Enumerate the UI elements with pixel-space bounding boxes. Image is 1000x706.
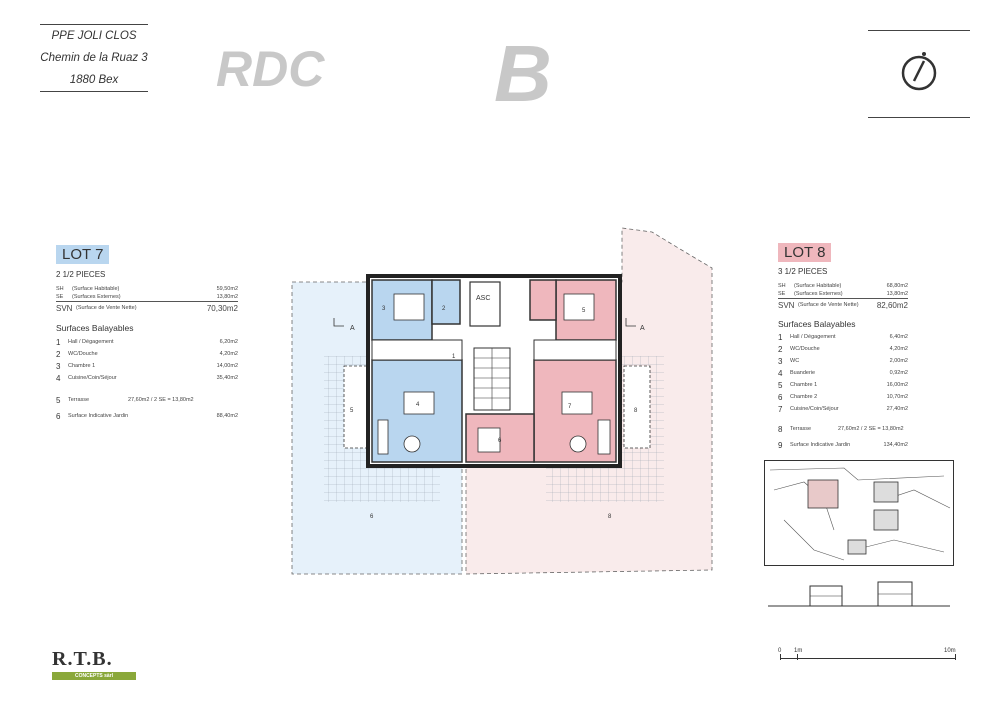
stairs — [473, 347, 511, 411]
logo-text: R.T.B. — [52, 648, 113, 670]
lot8-bath — [529, 279, 557, 321]
site-plan — [764, 460, 954, 566]
lot8-info: LOT 8 3 1/2 PIECES SH(Surface Habitable)… — [778, 243, 908, 451]
elevator — [469, 281, 501, 327]
lot7-svn-row: SVN(Surface de Vente Nette)70,30m2 — [56, 303, 238, 313]
room-num-1: 1 — [452, 354, 456, 360]
lot7-se-row: SE(Surfaces Externes)13,80m2 — [56, 294, 238, 300]
room-num-8-lot8: 8 — [634, 408, 638, 414]
address-line1: PPE JOLI CLOS — [51, 30, 137, 42]
logo-tag: CONCEPTS sàrl — [52, 672, 136, 680]
section-mark-left: A — [350, 325, 355, 332]
lot7-bath — [431, 279, 461, 325]
lot8-surfaces-title: Surfaces Balayables — [778, 319, 856, 329]
garden-num-8: 8 — [608, 514, 612, 520]
section-mark-right: A — [640, 325, 645, 332]
lot7-sh-row: SH(Surface Habitable)59,50m2 — [56, 286, 238, 292]
scale-zero: 0 — [778, 648, 782, 654]
lot7-title: LOT 7 — [56, 245, 110, 264]
room-num-6: 6 — [498, 438, 502, 444]
garden-num-6: 6 — [370, 514, 374, 520]
lot8-sh-se: SH(Surface Habitable)68,80m2 SE(Surfaces… — [778, 282, 908, 299]
address-block: PPE JOLI CLOS Chemin de la Ruaz 3 1880 B… — [14, 24, 174, 92]
room-num-5-lot7: 5 — [350, 408, 354, 414]
lot8-pieces: 3 1/2 PIECES — [778, 267, 828, 276]
address-line3: 1880 Bex — [69, 74, 119, 86]
room-num-5: 5 — [582, 308, 586, 314]
lot7-info: LOT 7 2 1/2 PIECES SH(Surface Habitable)… — [56, 245, 238, 422]
building-label: B — [494, 29, 552, 118]
north-block — [868, 30, 970, 118]
elevator-label: ASC — [476, 295, 490, 302]
scale-one: 1m — [794, 648, 803, 654]
room-num-7: 7 — [568, 404, 572, 410]
lot7-sh-se: SH(Surface Habitable)59,50m2 SE(Surfaces… — [56, 285, 238, 302]
address-top-rule — [40, 24, 148, 25]
lot8-svn-row: SVN(Surface de Vente Nette)82,60m2 — [778, 300, 908, 310]
level-label: RDC — [216, 41, 325, 97]
address-line2: Chemin de la Ruaz 3 — [40, 52, 148, 64]
lot7-pieces: 2 1/2 PIECES — [56, 270, 106, 279]
lot8-sh-row: SH(Surface Habitable)68,80m2 — [778, 283, 908, 289]
lot8-title: LOT 8 — [778, 243, 832, 262]
lot8-se-row: SE(Surfaces Externes)13,80m2 — [778, 291, 908, 297]
room-num-3: 3 — [382, 306, 386, 312]
elevation — [768, 581, 950, 607]
room-num-4: 4 — [416, 402, 420, 408]
scale-ten: 10m — [944, 648, 956, 654]
room-num-2: 2 — [442, 306, 446, 312]
floor-plan: ASC 3 2 1 4 5 6 7 8 5 6 8 A A — [291, 227, 713, 575]
scale-bar: 0 1m 10m — [778, 648, 962, 668]
scale-line — [780, 658, 956, 659]
address-bottom-rule — [40, 91, 148, 92]
north-arrow-icon — [901, 52, 937, 91]
lot7-surfaces-title: Surfaces Balayables — [56, 323, 134, 333]
rtb-logo: R.T.B. CONCEPTS sàrl — [52, 648, 136, 680]
